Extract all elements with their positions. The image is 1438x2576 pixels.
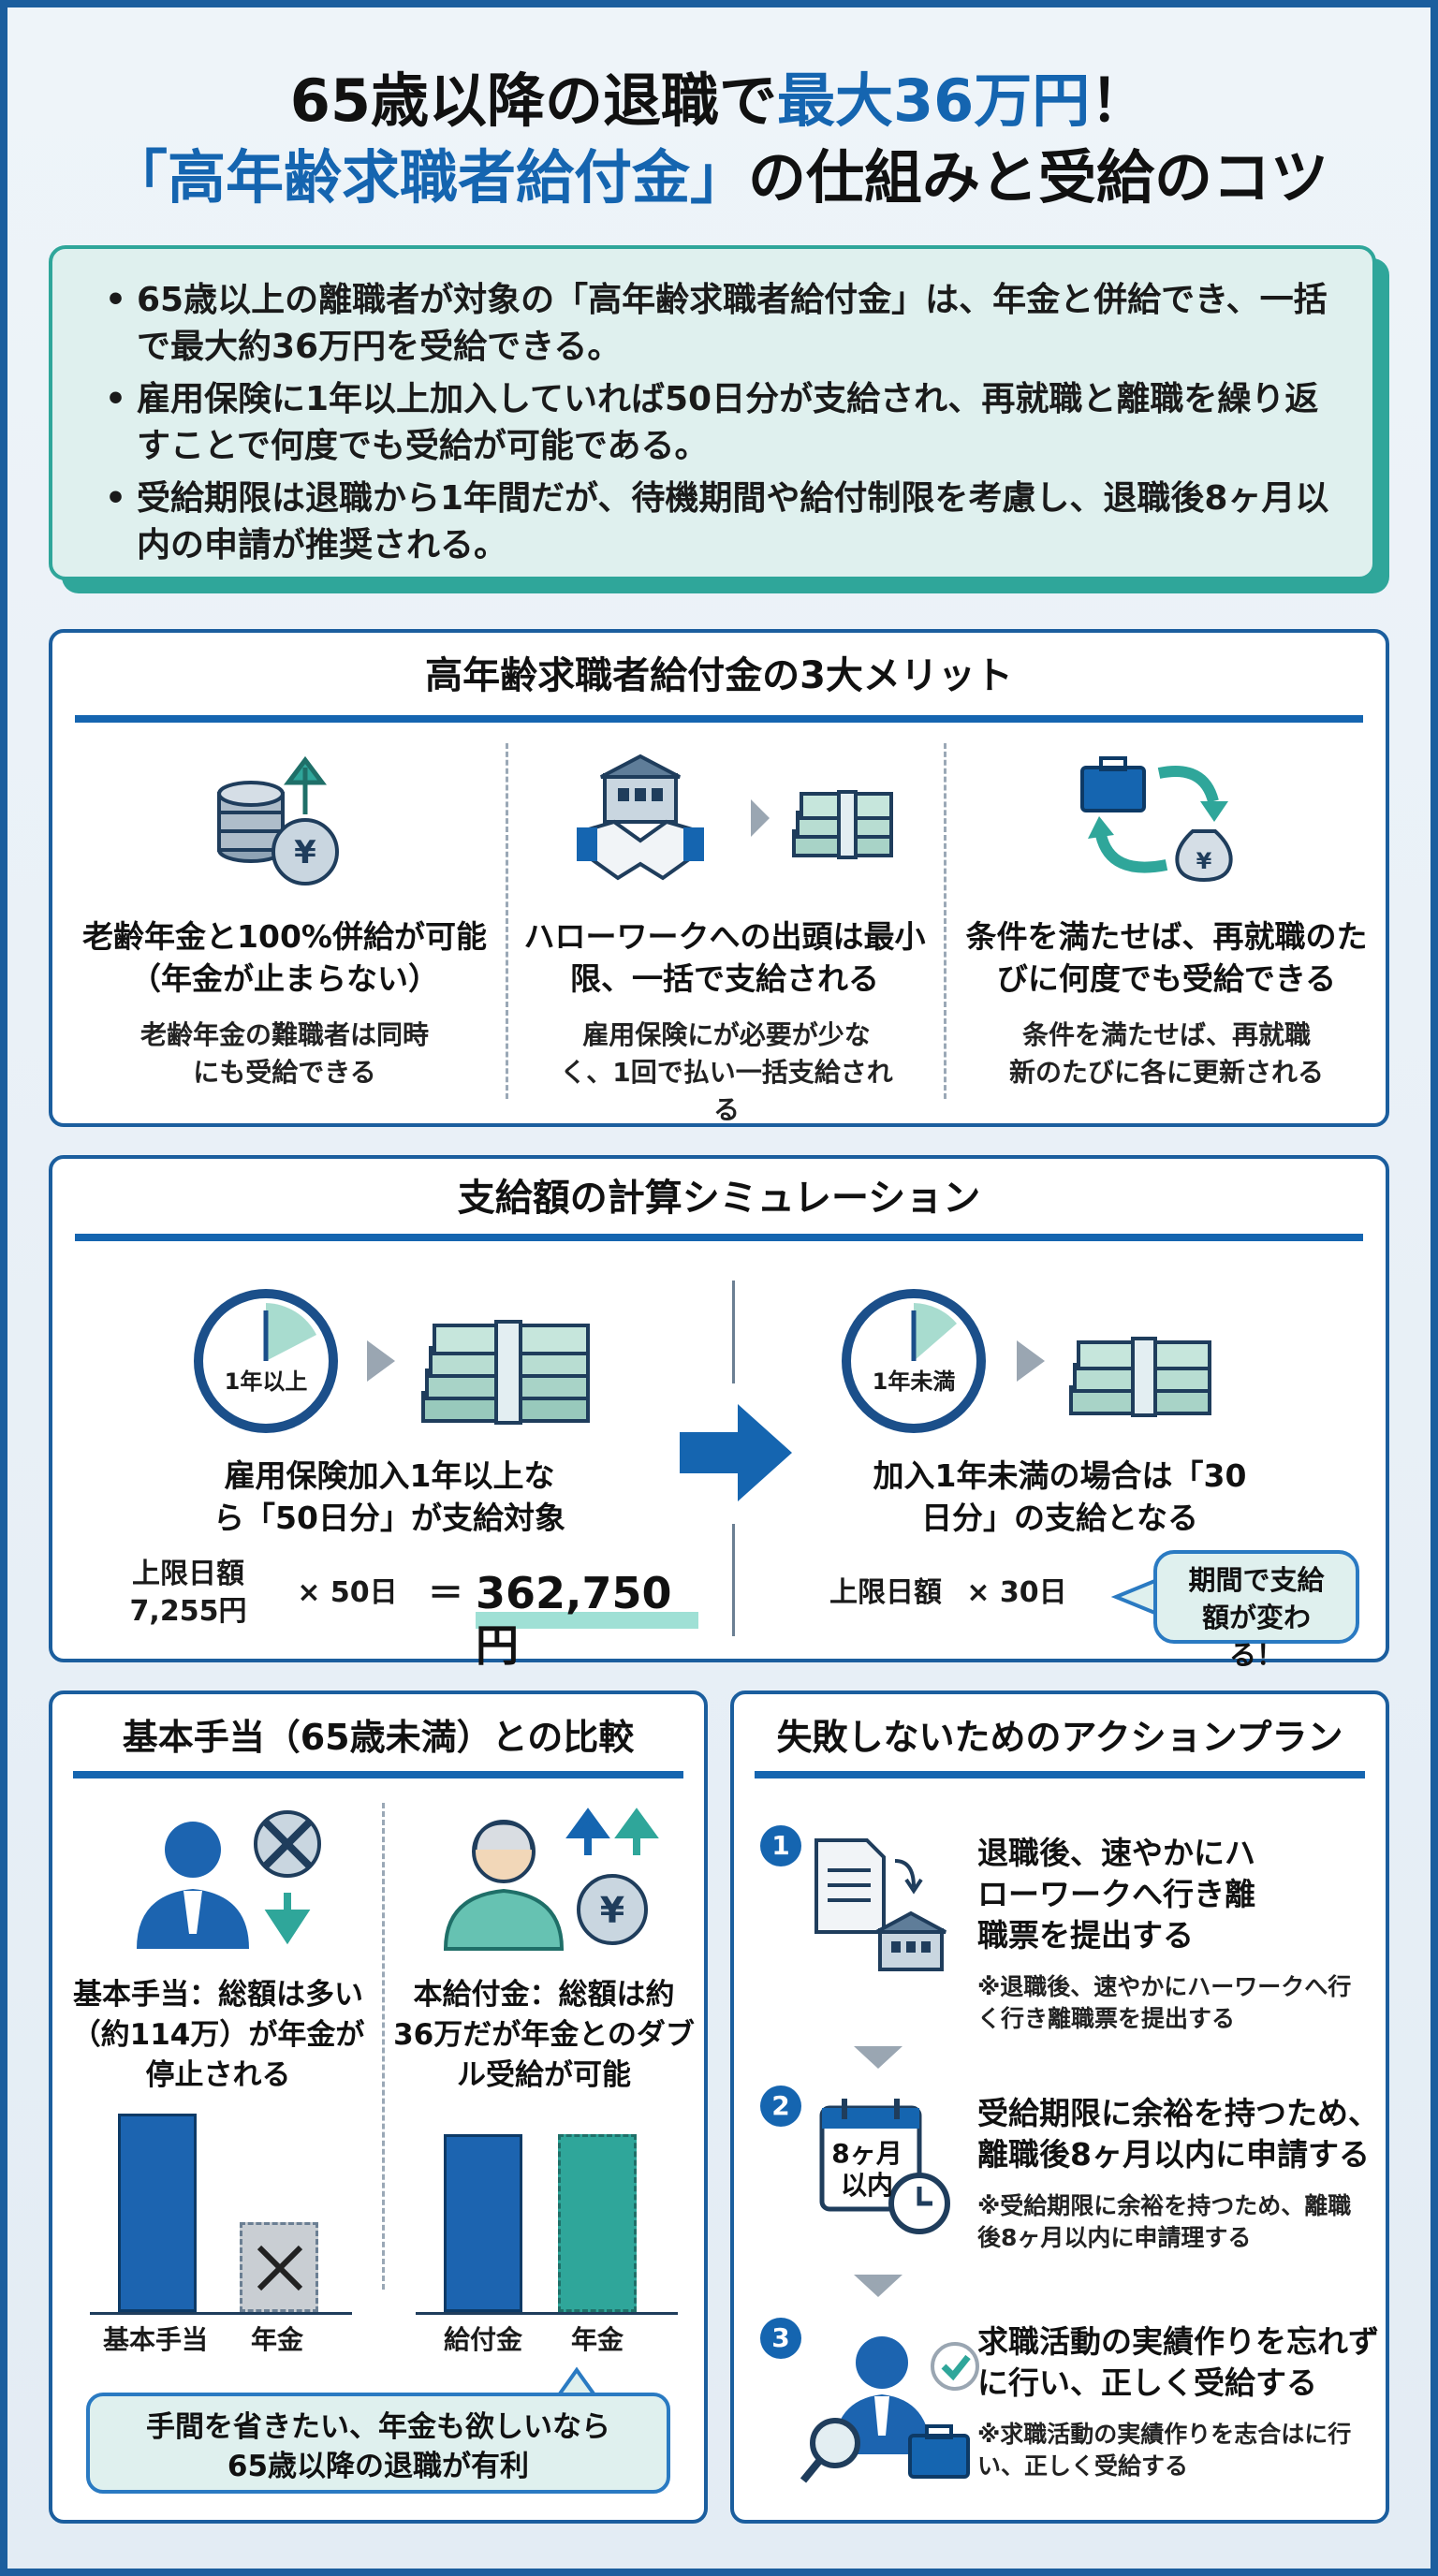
sim-right-times: × 30日 bbox=[966, 1576, 1067, 1609]
comparison-title: 基本手当（65歳未満）との比較 bbox=[122, 1717, 635, 1758]
step-number: 3 bbox=[760, 2318, 801, 2359]
bar-label: 基本手当 bbox=[102, 2324, 208, 2355]
simulation-title: 支給額の計算シミュレーション bbox=[457, 1177, 981, 1220]
clock-label: 1年以上 bbox=[224, 1368, 308, 1395]
big-arrow-icon bbox=[680, 1404, 792, 1501]
step-head: 受給期限に余裕を持つため、離職後8ヶ月以内に申請する bbox=[977, 2095, 1379, 2173]
document-office-icon bbox=[814, 1838, 946, 1971]
merit-sub: 雇用保険にが必要が少なく、1回で払い一括支給される bbox=[560, 1019, 893, 1125]
bar-label: 給付金 bbox=[443, 2324, 522, 2355]
summary-bullet: 受給期限は退職から1年間だが、待機期間や給付制限を考慮し、退職後8ヶ月以内の申請… bbox=[105, 476, 1331, 569]
cross-icon bbox=[257, 2245, 303, 2291]
money-stack-icon bbox=[1069, 1337, 1211, 1417]
svg-text:¥: ¥ bbox=[600, 1890, 624, 1931]
step-number: 2 bbox=[760, 2086, 801, 2127]
step-head: 求職活動の実績作りを忘れずに行い、正しく受給する bbox=[977, 2323, 1379, 2401]
merit-head: ハローワークへの出頭は最小限、一括で支給される bbox=[523, 918, 926, 997]
action-plan-rule bbox=[755, 1771, 1365, 1778]
briefcase-cycle-icon: ¥ bbox=[1080, 756, 1233, 883]
step-note: ※求職活動の実績作りを志合はに行い、正しく受給する bbox=[977, 2421, 1352, 2480]
summary-bullet: 雇用保険に1年以上加入していれば50日分が支給され、再就職と離職を繰り返すことで… bbox=[105, 376, 1331, 470]
pension-bar bbox=[558, 2134, 637, 2312]
result-highlight bbox=[476, 1612, 698, 1629]
sim-left-equals: ＝ bbox=[427, 1573, 463, 1614]
merit-sub: 条件を満たせば、再就職新⁠のたびに各に更新される bbox=[1008, 1019, 1324, 1088]
comparison-left-baseline bbox=[90, 2312, 352, 2315]
comparison-divider bbox=[382, 1803, 385, 2290]
elderly-person-icon bbox=[443, 1820, 565, 1951]
comparison-card: 基本手当（65歳未満）との比較 ¥ 基本手当：総額は多い（約114万）が年金が停… bbox=[49, 1690, 708, 2524]
step-note: ※退職後、速やかにハーワークへ行く行き離職票を提出する bbox=[977, 1973, 1352, 2032]
bar-label: 年金 bbox=[250, 2324, 303, 2355]
yen-up-arrows-icon: ¥ bbox=[565, 1808, 659, 1945]
cross-down-icon bbox=[254, 1810, 321, 1945]
calendar-label: 8ヶ月以内 bbox=[831, 2138, 902, 2201]
step-note: ※受給期限に余裕を持つため、離職後8ヶ月以内に申請理する bbox=[977, 2192, 1352, 2251]
merits-rule bbox=[75, 715, 1363, 723]
handshake-office-money-icon bbox=[577, 754, 893, 881]
page-title-line2: 「高年齢求職者給付金」の仕組みと受給のコツ bbox=[109, 143, 1329, 212]
sim-callout: 期間で支給額が変わる！ bbox=[1153, 1550, 1359, 1671]
arrow-right-icon bbox=[1017, 1340, 1045, 1382]
simulation-divider bbox=[732, 1524, 735, 1636]
calendar-clock-icon bbox=[819, 2099, 950, 2234]
coins-yen-up-icon: ¥ bbox=[217, 755, 339, 886]
merit-sub: 老齢年金の難職者は同時にも受給できる bbox=[139, 1019, 429, 1088]
merits-divider bbox=[944, 743, 946, 1099]
merits-title: 高年齢求職者給付金の3大メリット bbox=[425, 654, 1013, 697]
callout-tail bbox=[1110, 1577, 1159, 1617]
sim-left-daily-cap: 上限日額 7,255円 bbox=[129, 1558, 247, 1628]
merits-card: 高年齢求職者給付金の3大メリット ¥ bbox=[49, 629, 1389, 1127]
comparison-right-text: 本給付金：総額は約36万だが年金とのダブル受給が可能 bbox=[393, 1978, 695, 2092]
simulation-rule bbox=[75, 1234, 1363, 1241]
clock-label: 1年未満 bbox=[872, 1368, 956, 1395]
summary-box: 65歳以上の離職者が対象の「高年齢求職者給付金」は、年金と併給でき、一括で最大約… bbox=[49, 245, 1376, 580]
summary-bullet: 65歳以上の離職者が対象の「高年齢求職者給付金」は、年金と併給でき、一括で最大約… bbox=[105, 277, 1331, 371]
merit-head: 老齢年金と100%併給が可能（年金が止まらない） bbox=[82, 918, 487, 997]
svg-text:¥: ¥ bbox=[1196, 848, 1212, 874]
svg-text:¥: ¥ bbox=[294, 834, 316, 871]
step-arrow bbox=[854, 2046, 902, 2069]
merit-head: 条件を満たせば、再就職のたびに何度でも受給できる bbox=[965, 918, 1368, 997]
benefit-bar bbox=[444, 2134, 522, 2312]
page-title-line1: 65歳以降の退職で最大36万円！ bbox=[289, 66, 1149, 135]
action-plan-title: 失敗しないためのアクションプラン bbox=[776, 1717, 1343, 1758]
businessman-icon bbox=[137, 1822, 249, 1949]
step-head: 退職後、速やかにハローワークへ行き離職票を提出する bbox=[977, 1835, 1255, 1954]
sim-right-daily-cap: 上限日額 bbox=[829, 1576, 942, 1609]
simulation-card: 支給額の計算シミュレーション 1年以上 雇用保険加入1年以上なら「50日分」が支… bbox=[49, 1155, 1389, 1671]
bar-label: 年金 bbox=[570, 2324, 624, 2355]
comparison-rule bbox=[73, 1771, 683, 1778]
sim-right-desc: 加入1年未満の場合は「30日分」の支給となる bbox=[873, 1457, 1247, 1536]
clock-icon bbox=[842, 1289, 986, 1433]
action-plan-card: 失敗しないためのアクションプラン 1 退職後、速やかにハローワークへ行き離職票を… bbox=[730, 1690, 1389, 2524]
step-arrow bbox=[854, 2275, 902, 2297]
person-magnifier-check-icon bbox=[800, 2336, 979, 2483]
money-stack-icon bbox=[421, 1320, 590, 1425]
step-number: 1 bbox=[760, 1825, 801, 1866]
comparison-left-text: 基本手当：総額は多い（約114万）が年金が停止される bbox=[71, 1978, 365, 2092]
stopped-pension-bar bbox=[240, 2222, 318, 2312]
sim-left-desc: 雇用保険加入1年以上なら「50日分」が支給対象 bbox=[213, 1457, 565, 1536]
comparison-callout: 手間を省きたい、年金も欲しいなら65歳以降の退職が有利 bbox=[86, 2393, 670, 2494]
basic-allowance-bar bbox=[118, 2114, 197, 2312]
sim-left-result: 362,750円 bbox=[476, 1568, 672, 1671]
comparison-right-baseline bbox=[416, 2312, 678, 2315]
clock-icon bbox=[194, 1289, 338, 1433]
sim-left-times: × 50日 bbox=[297, 1576, 398, 1609]
arrow-right-icon bbox=[367, 1340, 395, 1382]
merits-divider bbox=[506, 743, 508, 1099]
simulation-divider bbox=[732, 1281, 735, 1383]
